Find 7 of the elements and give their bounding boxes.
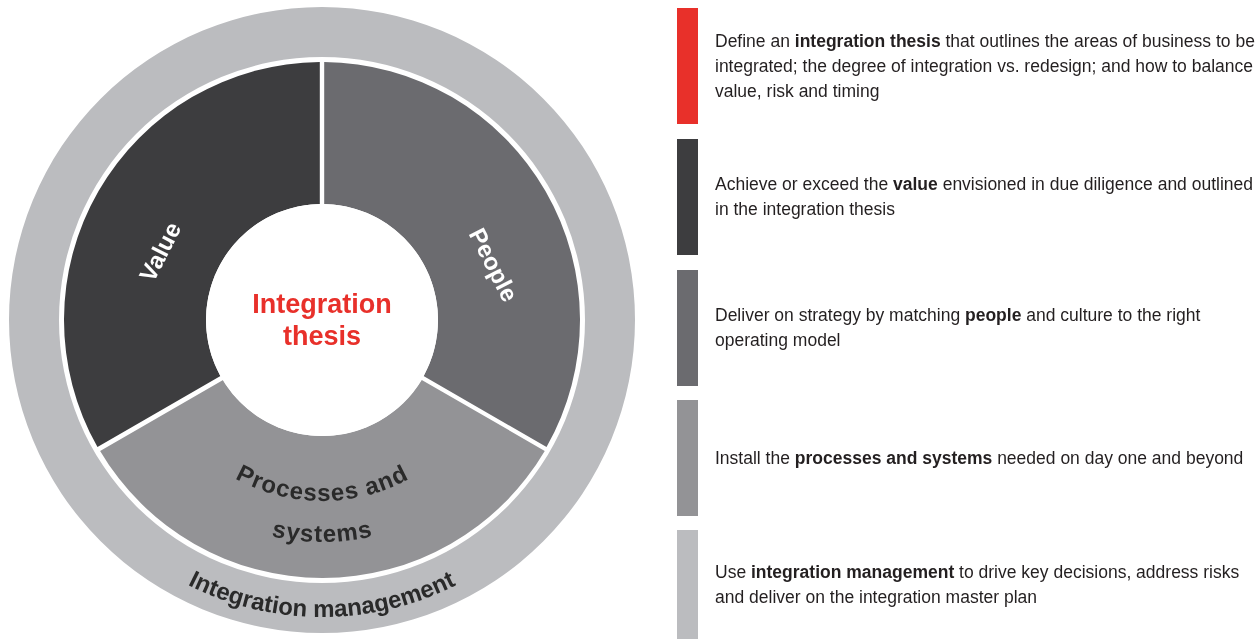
center-label: Integration thesis xyxy=(251,287,393,353)
description-text: Install the processes and systems needed on day one and beyond xyxy=(715,446,1245,470)
description-text: Achieve or exceed the value envisioned in due diligence and outlined in the integration thesis xyxy=(715,173,1255,221)
description-text: Define an integration thesis that outlines the areas of business to be integrated; the degree of integration vs. redesign; and how to balance value, risk and timing xyxy=(715,29,1255,103)
description-text: Deliver on strategy by matching people and culture to the right operating model xyxy=(715,304,1202,352)
description-text: Use integration management to drive key decisions, address risks and deliver on the integration master plan xyxy=(715,560,1241,609)
segment-label: Processes and systems xyxy=(232,458,412,548)
